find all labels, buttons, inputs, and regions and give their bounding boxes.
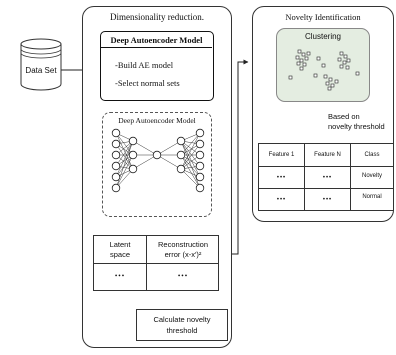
input-node [111, 172, 121, 182]
dimensionality-reduction-title: Dimensionality reduction. [110, 12, 204, 22]
cluster-point [288, 75, 293, 80]
cluster-point [316, 56, 321, 61]
cluster-point [321, 63, 326, 68]
row1-feature-n: ••• [322, 174, 333, 181]
encoder-node [128, 136, 138, 146]
reconstruction-cell-value: ••• [177, 272, 189, 280]
table-divider-h [94, 263, 218, 264]
arrow-label-line1: Based on [328, 112, 360, 121]
cluster-point [313, 73, 318, 78]
input-node [111, 128, 121, 138]
cluster-point [337, 57, 342, 62]
cluster-point [334, 79, 339, 84]
reconstruction-header-line2: error (x-x′)² [164, 250, 202, 259]
output-node [195, 150, 205, 160]
cluster-point [301, 52, 306, 57]
cluster-point [343, 54, 348, 59]
dataset-node: Data Set [20, 38, 62, 92]
cluster-point [295, 55, 300, 60]
table-divider-v [304, 144, 305, 210]
network-label: Deep Autoencoder Model [118, 116, 196, 125]
arrow-label-line2: novelty threshold [328, 122, 385, 131]
ae-model-box-title: Deep Autoencoder Model [110, 35, 203, 45]
row2-feature-1: ••• [276, 196, 287, 203]
latent-header-line1: Latent [109, 240, 131, 249]
row1-class: Novelty [361, 173, 382, 179]
database-icon [20, 38, 62, 91]
cluster-point [327, 86, 332, 91]
decoder-node [176, 164, 186, 174]
threshold-line2: threshold [166, 326, 198, 335]
cluster-point [339, 64, 344, 69]
row2-feature-n: ••• [322, 196, 333, 203]
output-node [195, 183, 205, 193]
novelty-identification-title: Novelty Identification [285, 12, 361, 22]
cluster-point [304, 56, 309, 61]
ae-output-table: Latent space Reconstruction error (x-x′)… [93, 235, 219, 291]
ae-model-box: Deep Autoencoder Model -Build AE model -… [100, 31, 214, 101]
cluster-point [355, 71, 360, 76]
cluster-point [346, 58, 351, 63]
row2-class: Normal [362, 194, 382, 200]
ae-bullet-build: -Build AE model [115, 60, 174, 70]
table-divider-h [259, 188, 393, 189]
input-node [111, 183, 121, 193]
cluster-point [306, 51, 311, 56]
table-divider-v [350, 144, 351, 210]
header-class: Class [364, 152, 380, 158]
threshold-box: Calculate novelty threshold [136, 309, 228, 341]
cluster-point [299, 66, 304, 71]
encoder-node [128, 150, 138, 160]
decoder-node [176, 150, 186, 160]
latent-node [152, 150, 162, 160]
row1-feature-1: ••• [276, 174, 287, 181]
threshold-line1: Calculate novelty [153, 315, 211, 324]
cluster-point [342, 60, 347, 65]
cluster-point [323, 74, 328, 79]
output-node [195, 172, 205, 182]
cluster-point [339, 51, 344, 56]
cluster-point [325, 81, 330, 86]
ae-bullet-select: -Select normal sets [115, 78, 180, 88]
input-node [111, 150, 121, 160]
table-divider-h [259, 166, 393, 167]
clustering-label: Clustering [304, 32, 341, 41]
cluster-point [330, 83, 335, 88]
header-feature-1: Feature 1 [268, 152, 295, 158]
cluster-point [299, 58, 304, 63]
cluster-point [296, 61, 301, 66]
dataset-label: Data Set [25, 66, 57, 75]
novelty-table: Feature 1 Feature N Class ••• ••• Novelt… [258, 143, 394, 211]
output-node [195, 128, 205, 138]
latent-cell-value: ••• [114, 272, 126, 280]
input-node [111, 161, 121, 171]
cluster-point [302, 62, 307, 67]
output-node [195, 161, 205, 171]
input-node [111, 139, 121, 149]
ae-model-box-header [101, 32, 212, 48]
cluster-point [345, 65, 350, 70]
output-node [195, 139, 205, 149]
cluster-point [328, 77, 333, 82]
network-box [102, 112, 212, 217]
cluster-point [297, 49, 302, 54]
decoder-node [176, 136, 186, 146]
latent-header-line2: space [109, 250, 130, 259]
encoder-node [128, 164, 138, 174]
reconstruction-header-line1: Reconstruction [157, 240, 209, 249]
header-feature-n: Feature N [314, 152, 341, 158]
